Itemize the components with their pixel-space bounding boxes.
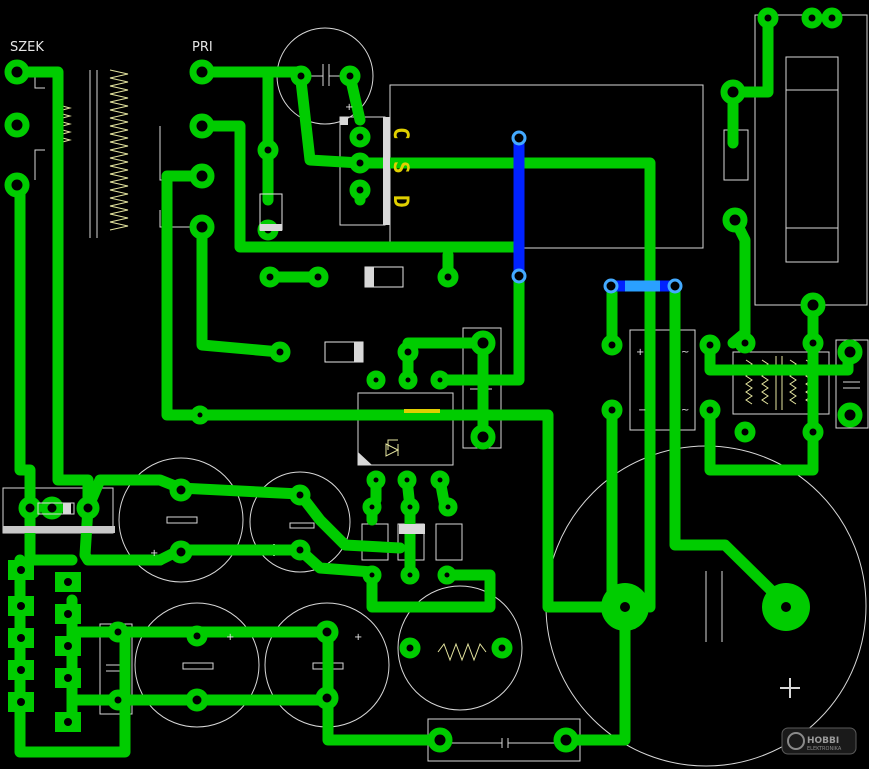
cap-c3-outline	[134, 602, 260, 728]
socket-letter-c: C	[389, 127, 413, 140]
svg-text:+: +	[345, 102, 353, 113]
socket-letter-s: S	[389, 161, 413, 174]
large-pad-holes	[620, 602, 791, 612]
diodes	[3, 117, 440, 534]
logo-brand: HOBBI	[807, 736, 839, 746]
svg-text:~: ~	[681, 405, 689, 416]
optocoupler-outline	[357, 392, 454, 466]
pads	[4, 7, 863, 753]
svg-text:−: −	[638, 405, 646, 416]
transformer2-outline	[732, 351, 830, 415]
svg-text:~: ~	[681, 347, 689, 358]
svg-text:+: +	[150, 548, 158, 559]
polarity-marks: + + + + + − ~ ~	[150, 102, 689, 643]
vias	[511, 130, 683, 294]
silkscreen-layer	[2, 14, 869, 767]
svg-text:+: +	[636, 347, 644, 358]
cap-c2-outline	[249, 471, 351, 573]
bottom-via-highlights	[625, 280, 660, 292]
hobbi-logo: HOBBI ELEKTRONIKA	[781, 727, 857, 755]
inductor-outline	[397, 585, 523, 711]
cap-c1-outline	[118, 457, 244, 583]
relay-inner-outline	[785, 56, 839, 263]
logo-sub: ELEKTRONIKA	[807, 746, 842, 752]
copper-traces	[11, 12, 854, 758]
connector-holes	[17, 566, 72, 726]
svg-text:+: +	[354, 632, 362, 643]
bridge-outline	[629, 329, 696, 431]
socket-letter-d: D	[389, 195, 413, 208]
svg-text:+: +	[226, 632, 234, 643]
primary-label: PRI	[192, 40, 213, 55]
secondary-label: SZEK	[10, 40, 44, 55]
